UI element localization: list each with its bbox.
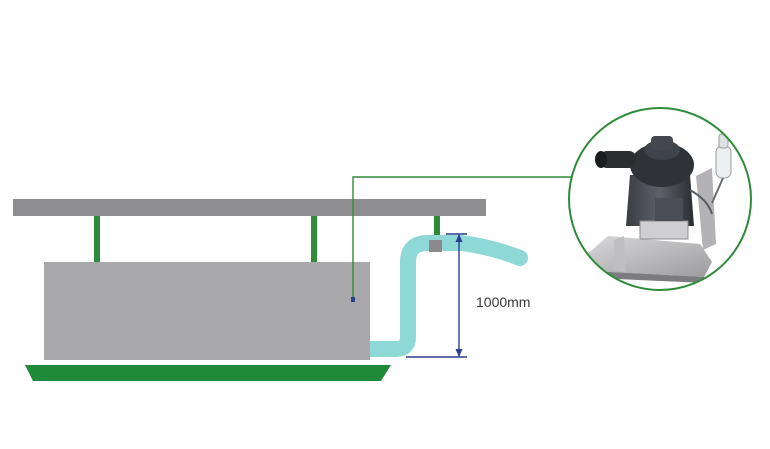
dimension-arrow-bottom [455, 349, 463, 357]
drain-pipe [362, 235, 528, 357]
dimension-label: 1000mm [476, 294, 530, 310]
drain-pump-photo [583, 133, 732, 283]
hanger-rod-left [94, 216, 100, 262]
leader-line [352, 176, 572, 300]
indoor-unit-body [44, 262, 370, 360]
hanger-rod-right [434, 216, 440, 242]
pump-inset [568, 107, 752, 291]
dimension-marker [406, 233, 467, 358]
base-panel [25, 365, 391, 381]
inset-ring [568, 107, 752, 291]
dimension-arrow-top [455, 234, 463, 242]
pipe-fitting [429, 240, 442, 252]
hanger-rod-middle [311, 216, 317, 262]
leader-anchor [351, 297, 355, 302]
hanger-rods [94, 216, 440, 262]
ceiling-slab [13, 199, 486, 216]
